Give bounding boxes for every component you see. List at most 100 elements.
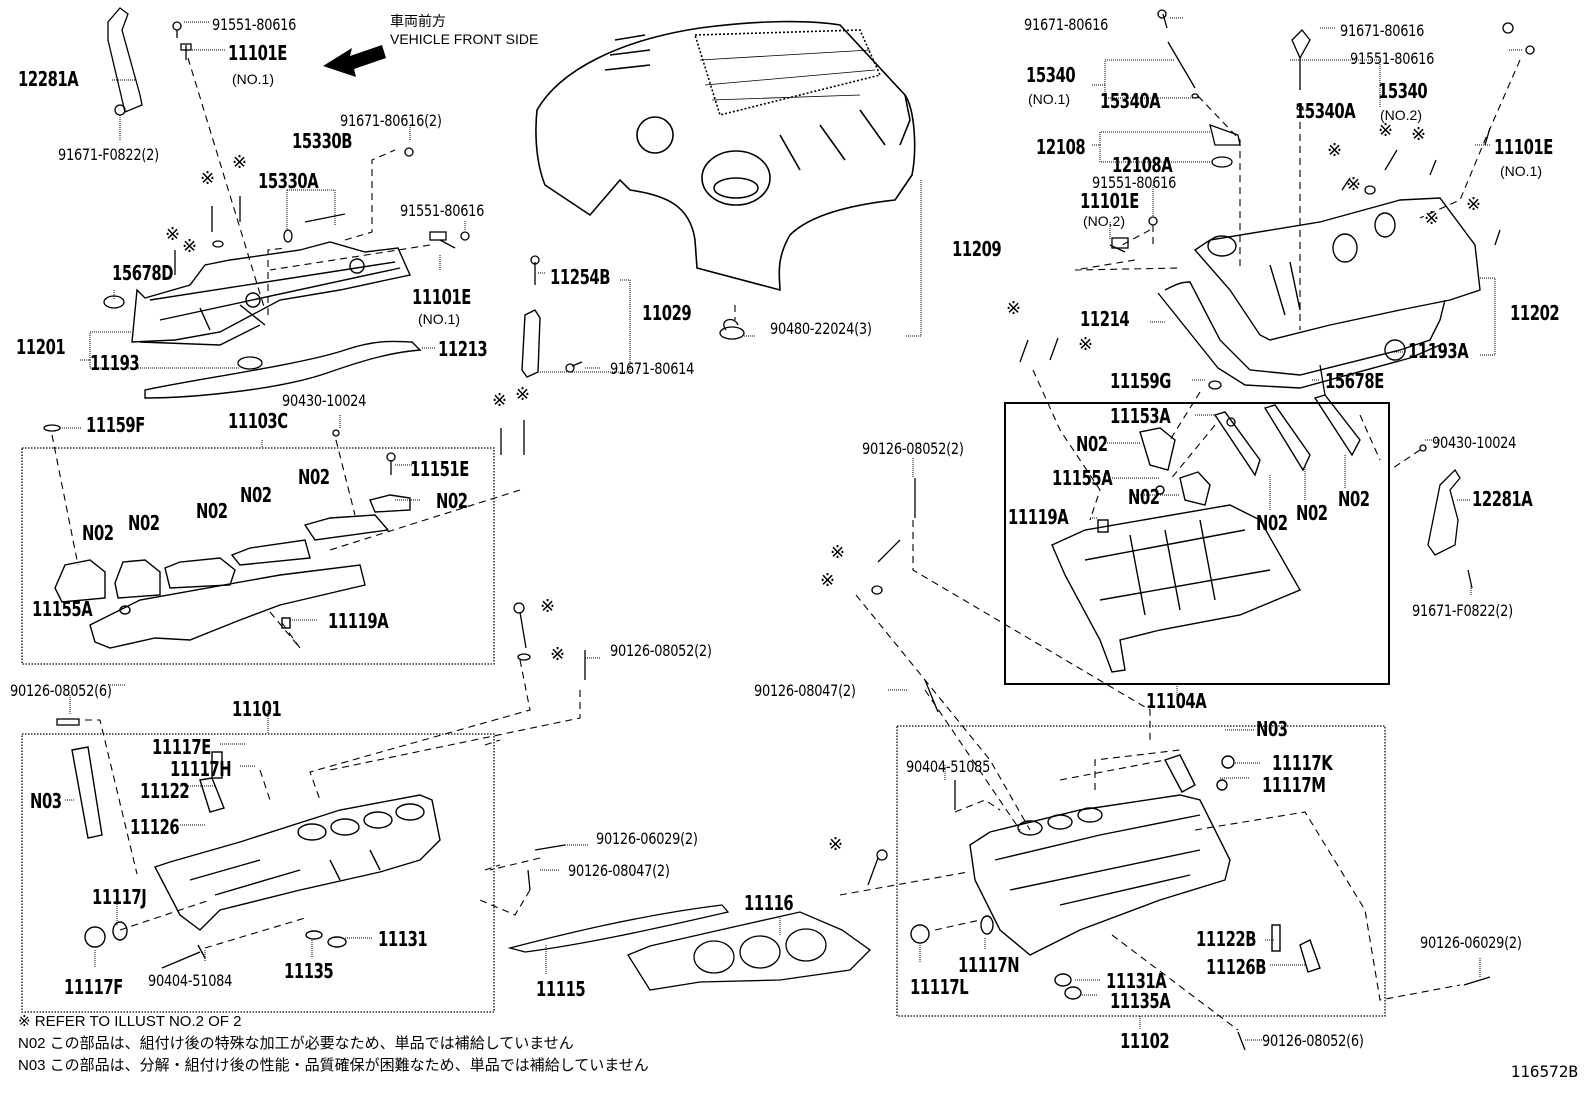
part-label-15340[interactable]: 15340 — [1378, 79, 1428, 103]
part-label-90126-08047-2[interactable]: 90126-08047(2) — [754, 681, 856, 700]
part-label-11214[interactable]: 11214 — [1080, 307, 1130, 331]
part-label-15340[interactable]: 15340 — [1026, 63, 1076, 87]
part-label-11117L[interactable]: 11117L — [910, 975, 969, 999]
part-label-90430-10024[interactable]: 90430-10024 — [282, 391, 367, 410]
part-label-91671-80614[interactable]: 91671-80614 — [610, 359, 695, 378]
part-label-11254B[interactable]: 11254B — [550, 265, 611, 289]
part-label-90480-22024[interactable]: 90480-22024(3) — [770, 319, 872, 338]
part-label-n03[interactable]: N03 — [1256, 717, 1288, 741]
part-label-11104A[interactable]: 11104A — [1146, 689, 1207, 713]
part-label-n02[interactable]: N02 — [1338, 487, 1370, 511]
part-label-n02[interactable]: N02 — [1076, 432, 1108, 456]
part-label-n02[interactable]: N02 — [436, 489, 468, 513]
part-label-11213[interactable]: 11213 — [438, 337, 488, 361]
part-label-90126-06029-2[interactable]: 90126-06029(2) — [596, 829, 698, 848]
part-label-15678D[interactable]: 15678D — [112, 261, 174, 285]
reference-mark-icon: ※ — [200, 168, 216, 189]
part-label-91551-80616[interactable]: 91551-80616 — [212, 15, 297, 34]
part-label-11151E[interactable]: 11151E — [410, 457, 469, 481]
part-label-15330A[interactable]: 15330A — [258, 169, 319, 193]
part-label-11155A[interactable]: 11155A — [1052, 466, 1113, 490]
part-label-91671-80616[interactable]: 91671-80616 — [1024, 15, 1109, 34]
part-label-91551-80616[interactable]: 91551-80616 — [1092, 173, 1177, 192]
part-label-n02[interactable]: N02 — [298, 465, 330, 489]
part-label-90404-51085[interactable]: 90404-51085 — [906, 757, 991, 776]
part-label-11201[interactable]: 11201 — [16, 335, 66, 359]
part-label-91671-80616[interactable]: 91671-80616 — [1340, 21, 1425, 40]
part-label-11119A[interactable]: 11119A — [1008, 505, 1069, 529]
part-label-91671-F0822[interactable]: 91671-F0822(2) — [1412, 601, 1513, 620]
part-label-11135A[interactable]: 11135A — [1110, 989, 1171, 1013]
part-label-11115[interactable]: 11115 — [536, 977, 586, 1001]
part-label-90126-06029-2[interactable]: 90126-06029(2) — [1420, 933, 1522, 952]
part-label-90126-08052-2[interactable]: 90126-08052(2) — [862, 439, 964, 458]
part-label-11117E[interactable]: 11117E — [152, 735, 211, 759]
cylinder-head-right-drawing — [910, 754, 1321, 1000]
part-label-90126-08047-2[interactable]: 90126-08047(2) — [568, 861, 670, 880]
part-label-11103C[interactable]: 11103C — [228, 409, 288, 433]
part-label-11117H[interactable]: 11117H — [170, 757, 232, 781]
part-label-11119A[interactable]: 11119A — [328, 609, 389, 633]
part-label-11117F[interactable]: 11117F — [64, 975, 123, 999]
part-label-n02[interactable]: N02 — [1256, 511, 1288, 535]
part-label-11117K[interactable]: 11117K — [1272, 751, 1333, 775]
part-label-11122B[interactable]: 11122B — [1196, 927, 1257, 951]
part-label-11101E[interactable]: 11101E — [1494, 135, 1553, 159]
reference-mark-icon: ※ — [165, 224, 181, 245]
part-label-11101[interactable]: 11101 — [232, 697, 282, 721]
part-label-11202[interactable]: 11202 — [1510, 301, 1560, 325]
vehicle-front-side-indicator: 車両前方 VEHICLE FRONT SIDE — [390, 12, 538, 48]
part-label-n02[interactable]: N02 — [1128, 485, 1160, 509]
part-label-11135[interactable]: 11135 — [284, 959, 334, 983]
part-label-91671-80616-2[interactable]: 91671-80616(2) — [340, 111, 442, 130]
part-label-11117M[interactable]: 11117M — [1262, 773, 1326, 797]
part-label-n02[interactable]: N02 — [196, 499, 228, 523]
part-label-11159G[interactable]: 11159G — [1110, 369, 1171, 393]
part-label-11131A[interactable]: 11131A — [1106, 969, 1167, 993]
part-label-11126B[interactable]: 11126B — [1206, 955, 1267, 979]
camshaft-housing-right-drawing — [1051, 394, 1361, 673]
part-label-12281A[interactable]: 12281A — [1472, 487, 1533, 511]
part-label-12108[interactable]: 12108 — [1036, 135, 1086, 159]
part-label-11116[interactable]: 11116 — [744, 891, 794, 915]
bracket-12281A-left-drawing — [107, 7, 143, 113]
part-label-91671-F0822[interactable]: 91671-F0822(2) — [58, 145, 159, 164]
part-label-90126-08052-6[interactable]: 90126-08052(6) — [10, 681, 112, 700]
part-label-91551-80616[interactable]: 91551-80616 — [400, 201, 485, 220]
part-label-11159F[interactable]: 11159F — [86, 413, 145, 437]
part-label-12281A[interactable]: 12281A — [18, 67, 79, 91]
part-label-11131[interactable]: 11131 — [378, 927, 428, 951]
part-label-91551-80616[interactable]: 91551-80616 — [1350, 49, 1435, 68]
part-label-11209[interactable]: 11209 — [952, 237, 1002, 261]
part-label-11101E[interactable]: 11101E — [228, 41, 287, 65]
part-label-sub-no2: (NO.2) — [1083, 213, 1125, 229]
part-label-11193[interactable]: 11193 — [90, 351, 140, 375]
part-label-15340A[interactable]: 15340A — [1100, 89, 1161, 113]
part-label-11117J[interactable]: 11117J — [92, 885, 147, 909]
part-label-n02[interactable]: N02 — [240, 483, 272, 507]
part-label-15340A[interactable]: 15340A — [1295, 99, 1356, 123]
part-label-90126-08052-6[interactable]: 90126-08052(6) — [1262, 1031, 1364, 1050]
part-label-90404-51084[interactable]: 90404-51084 — [148, 971, 233, 990]
part-label-sub-no1: (NO.1) — [1500, 163, 1542, 179]
part-label-11126[interactable]: 11126 — [130, 815, 180, 839]
part-label-11153A[interactable]: 11153A — [1110, 404, 1171, 428]
part-label-n02[interactable]: N02 — [128, 511, 160, 535]
part-label-11155A[interactable]: 11155A — [32, 597, 93, 621]
part-label-11029[interactable]: 11029 — [642, 301, 692, 325]
part-label-n02[interactable]: N02 — [82, 521, 114, 545]
part-label-n03[interactable]: N03 — [30, 789, 62, 813]
part-label-15330B[interactable]: 15330B — [292, 129, 353, 153]
part-label-11101E[interactable]: 11101E — [412, 285, 471, 309]
cylinder-head-left-drawing — [71, 746, 441, 969]
part-label-11117N[interactable]: 11117N — [958, 953, 1020, 977]
part-label-11101E[interactable]: 11101E — [1080, 189, 1139, 213]
part-label-12108A[interactable]: 12108A — [1112, 153, 1173, 177]
part-label-11102[interactable]: 11102 — [1120, 1029, 1170, 1053]
part-label-90430-10024[interactable]: 90430-10024 — [1432, 433, 1517, 452]
part-label-90126-08052-2[interactable]: 90126-08052(2) — [610, 641, 712, 660]
part-label-11122[interactable]: 11122 — [140, 779, 190, 803]
part-label-11193A[interactable]: 11193A — [1408, 339, 1469, 363]
part-label-15678E[interactable]: 15678E — [1325, 369, 1384, 393]
part-label-n02[interactable]: N02 — [1296, 501, 1328, 525]
